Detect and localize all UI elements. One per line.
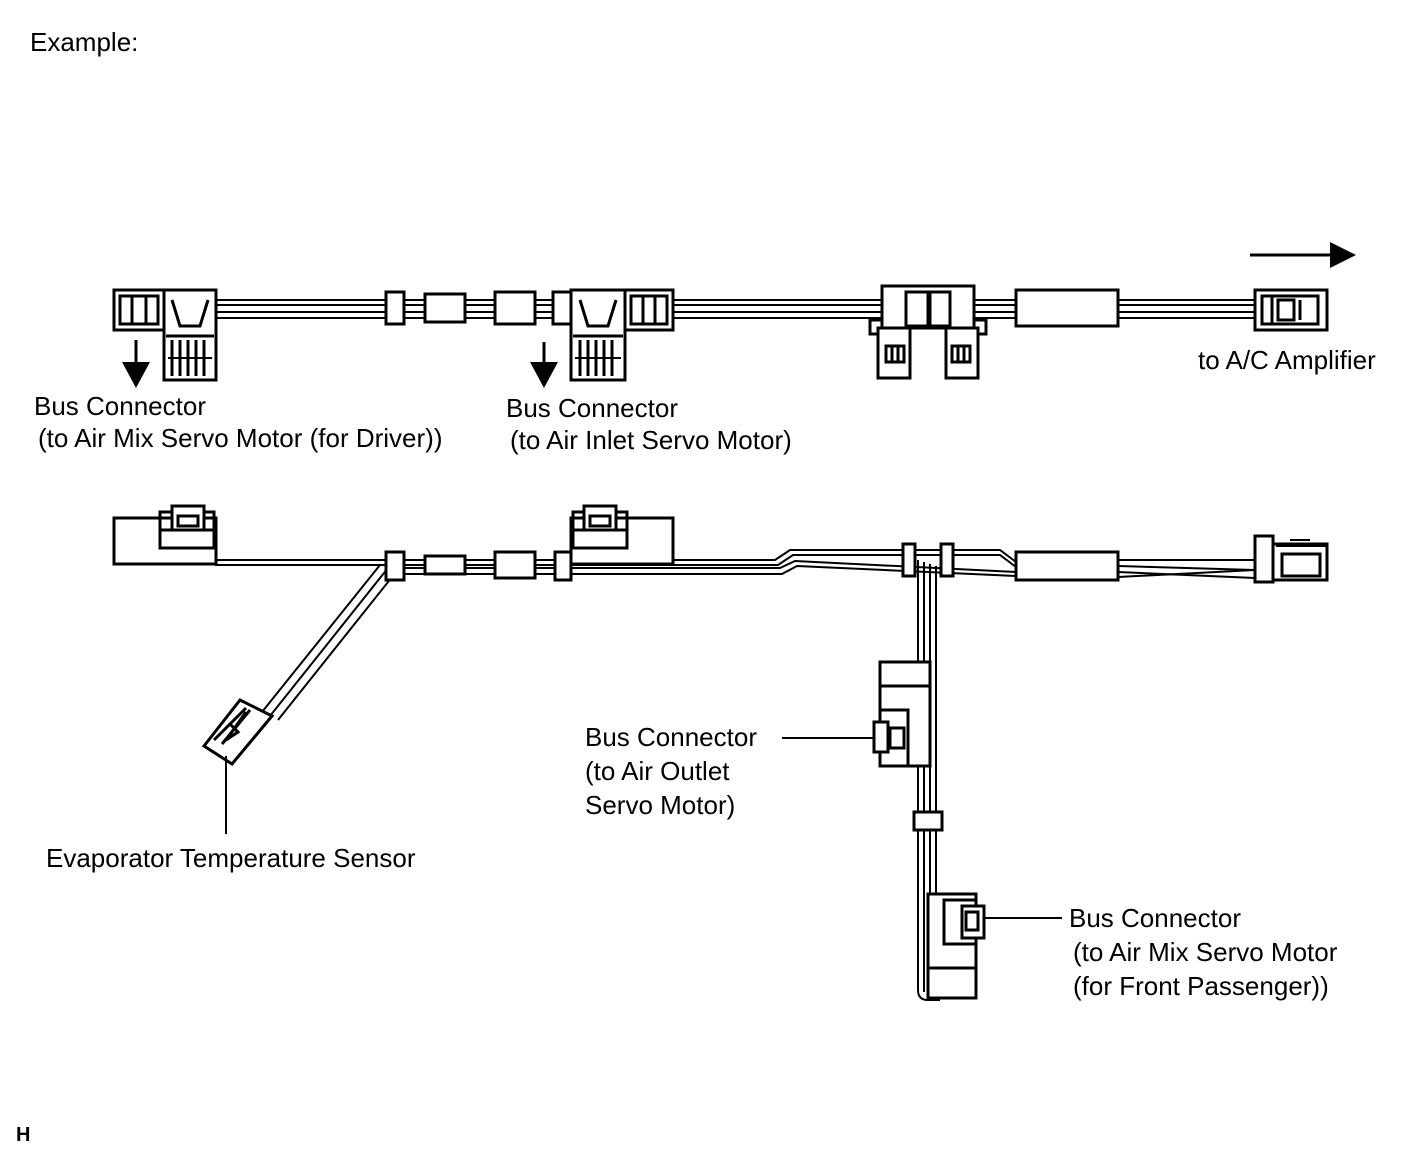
bottom-sleeve-1	[425, 556, 465, 574]
bottom-clamp-4	[941, 544, 953, 576]
top-sleeve-1	[425, 294, 465, 322]
bus-connector-inlet-icon	[553, 290, 673, 380]
bus-outlet-label: Bus Connector (to Air Outlet Servo Motor…	[585, 720, 757, 822]
bottom-clamp-2	[555, 552, 571, 580]
bus-passenger-label-line2: (to Air Mix Servo Motor	[1073, 937, 1338, 967]
vertical-clamp	[914, 812, 942, 830]
top-harness	[114, 242, 1356, 388]
bus-outlet-label-line3: Servo Motor)	[585, 790, 736, 820]
bus-passenger-label: Bus Connector (to Air Mix Servo Motor (f…	[1069, 901, 1337, 1003]
evap-sensor-label: Evaporator Temperature Sensor	[46, 843, 416, 873]
bus-passenger-label-line3: (for Front Passenger))	[1073, 971, 1329, 1001]
bottom-middle-connector-icon	[571, 506, 673, 564]
bus-inlet-label: Bus Connector (to Air Inlet Servo Motor)	[506, 392, 792, 456]
bus-driver-label: Bus Connector (to Air Mix Servo Motor (f…	[34, 390, 443, 454]
bottom-sleeve-3	[1016, 552, 1118, 580]
bus-outlet-label-line2: (to Air Outlet	[585, 756, 730, 786]
amplifier-connector-icon	[1255, 290, 1327, 330]
bus-inlet-label-line2: (to Air Inlet Servo Motor)	[510, 425, 792, 455]
evaporator-sensor-icon	[204, 700, 272, 764]
bottom-harness	[114, 506, 1327, 1000]
bus-connector-outlet-icon	[874, 662, 930, 766]
top-sleeve-2	[495, 292, 535, 324]
arrow-down-inlet-icon	[530, 342, 558, 388]
bus-passenger-label-line1: Bus Connector	[1069, 903, 1241, 933]
bottom-clamp-1	[386, 552, 404, 580]
bus-inlet-label-line1: Bus Connector	[506, 393, 678, 423]
example-heading: Example:	[30, 27, 139, 57]
bus-driver-label-line2: (to Air Mix Servo Motor (for Driver))	[38, 423, 443, 453]
bottom-clamp-3	[903, 544, 915, 576]
bottom-sleeve-2	[495, 552, 535, 578]
amplifier-label: to A/C Amplifier	[1198, 345, 1376, 375]
arrow-down-driver-icon	[122, 340, 150, 388]
bottom-amplifier-connector-icon	[1255, 536, 1327, 582]
top-clamp-1	[386, 292, 404, 324]
arrow-right-icon	[1250, 242, 1356, 268]
corner-mark: H	[16, 1124, 31, 1146]
bottom-left-connector-icon	[114, 506, 216, 564]
twin-connectors-icon	[870, 286, 986, 378]
bus-connector-driver-icon	[114, 290, 216, 380]
top-sleeve-3	[1016, 290, 1118, 326]
bus-connector-passenger-icon	[928, 894, 984, 998]
bus-outlet-label-line1: Bus Connector	[585, 722, 757, 752]
bus-driver-label-line1: Bus Connector	[34, 391, 206, 421]
